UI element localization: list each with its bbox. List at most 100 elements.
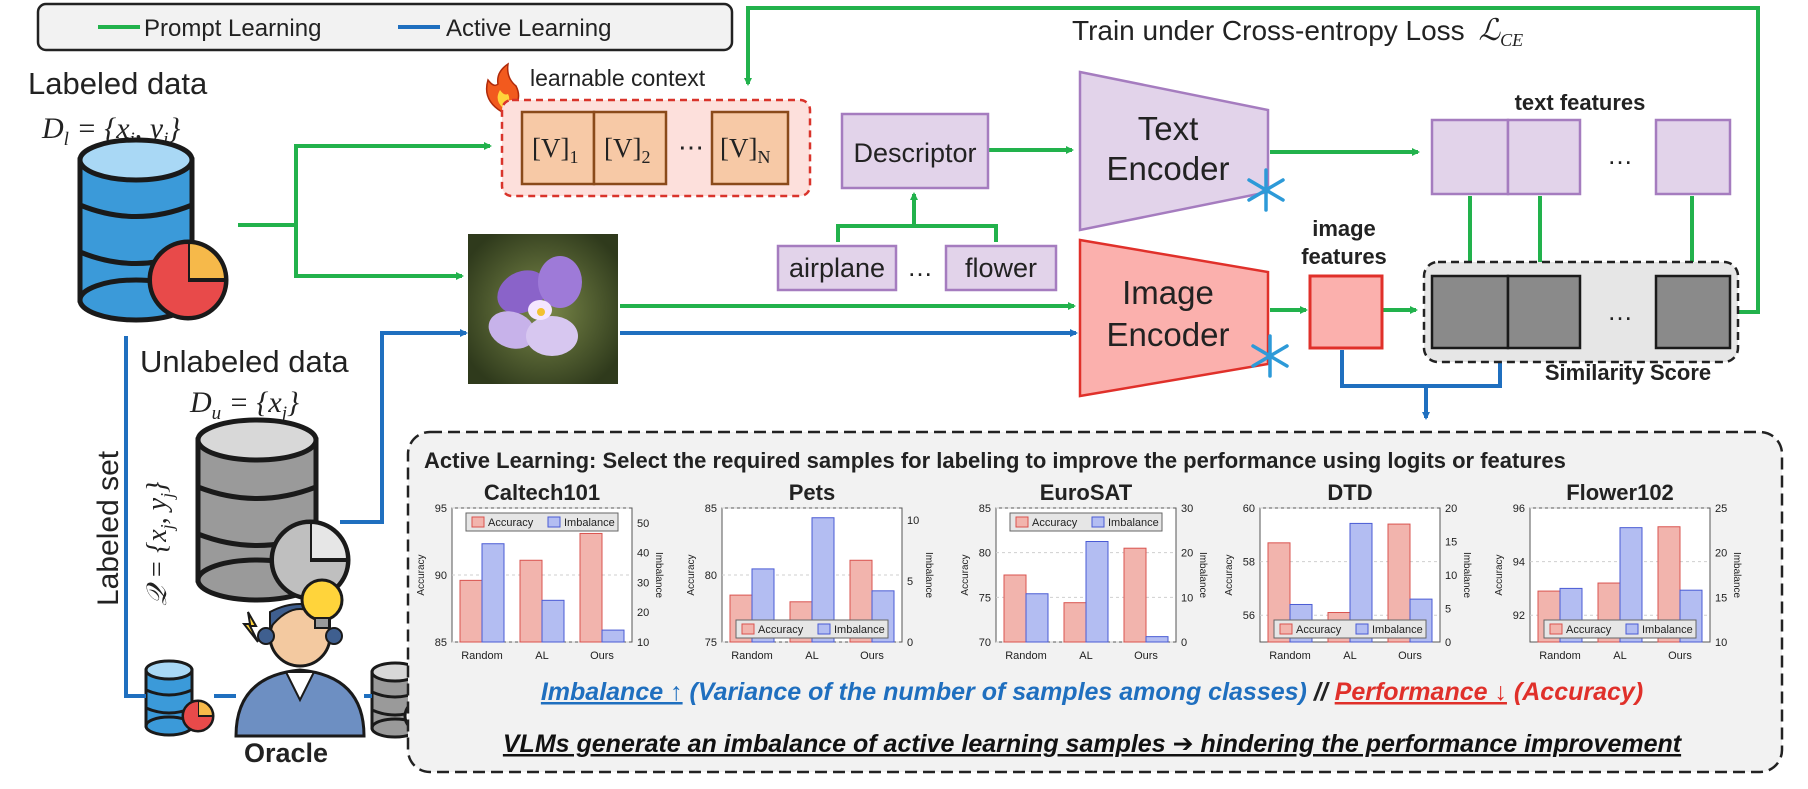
chart-title: Pets: [789, 480, 835, 505]
chart-legend-accuracy-label: Accuracy: [1566, 624, 1612, 636]
chart-left-tick: 85: [435, 637, 447, 649]
chart-left-tick: 94: [1513, 557, 1525, 569]
context-token-2: [592, 110, 668, 186]
context-token-dots: ⋯: [678, 133, 704, 162]
learnable-context-label: learnable context: [530, 65, 706, 91]
chart-right-tick: 30: [637, 577, 649, 589]
panel-footnote: Imbalance ↑ (Variance of the number of s…: [541, 678, 1643, 706]
chart-legend-accuracy-swatch: [1549, 623, 1563, 635]
imbalance-bar: [1085, 541, 1109, 643]
chart-left-tick: 80: [705, 570, 717, 582]
context-tokens: [V]1 [V]2 ⋯ [V]N: [520, 110, 790, 186]
chart-right-tick: 5: [1445, 604, 1451, 616]
chart-right-tick: 30: [1181, 503, 1193, 515]
chart-legend-imbalance-swatch: [817, 623, 831, 635]
accuracy-bar: [1003, 574, 1027, 643]
chart-left-tick: 95: [435, 503, 447, 515]
chart-category-label: Random: [1539, 650, 1581, 662]
chart-legend-imbalance-swatch: [1625, 623, 1639, 635]
accuracy-bar: [519, 559, 543, 643]
chart-legend-accuracy-swatch: [1279, 623, 1293, 635]
chart-left-axis-label: Accuracy: [1494, 554, 1505, 595]
chart-legend-imbalance-label: Imbalance: [834, 624, 885, 636]
chart-legend: [1543, 619, 1697, 639]
chart-right-tick: 0: [907, 637, 913, 649]
similarity-cell: [1506, 274, 1582, 350]
chart-legend-imbalance-label: Imbalance: [1642, 624, 1693, 636]
flower-image: [468, 234, 618, 384]
chart-legend-imbalance-label: Imbalance: [1108, 517, 1159, 529]
labeled-set-formula: 𝒬 = {xj, yj}: [142, 482, 177, 606]
train-caption: Train under Cross-entropy Loss ℒCE: [1072, 14, 1523, 50]
similarity-cell: [1430, 274, 1510, 350]
text-encoder-line1: Text: [1138, 110, 1199, 147]
chart-legend: [465, 512, 619, 532]
chart-category-label: Ours: [590, 650, 614, 662]
image-features-line2: features: [1301, 244, 1387, 269]
labeled-data-title: Labeled data: [28, 66, 208, 101]
chart-left-tick: 58: [1243, 557, 1255, 569]
chart-right-axis-label: Imbalance: [1731, 552, 1742, 599]
chart-category-label: Ours: [1134, 650, 1158, 662]
image-encoder-line1: Image: [1122, 274, 1214, 311]
chart-left-tick: 85: [705, 503, 717, 515]
lightning-icon: [241, 611, 259, 643]
chart-right-tick: 10: [907, 515, 919, 527]
chart-category-label: Random: [731, 650, 773, 662]
chart-legend-imbalance-swatch: [1355, 623, 1369, 635]
accuracy-bar: [1657, 526, 1681, 643]
chart-legend-accuracy-label: Accuracy: [1296, 624, 1342, 636]
chart-legend: [1009, 512, 1163, 532]
chart-right-axis-label: Imbalance: [1461, 552, 1472, 599]
imbalance-bar: [601, 629, 625, 643]
chart-title: Flower102: [1566, 480, 1674, 505]
labeled-database-icon: [77, 137, 229, 323]
descriptor-box: [840, 112, 990, 190]
chart-legend: [735, 619, 889, 639]
image-features-line1: image: [1312, 216, 1376, 241]
accuracy-bar: [1123, 547, 1147, 643]
chart-right-tick: 10: [1445, 570, 1457, 582]
text-feature-cells: …: [1430, 118, 1732, 196]
chart-legend: [1273, 619, 1427, 639]
similarity-cell: [1654, 274, 1732, 350]
lightbulb-icon: [300, 578, 344, 629]
chart-right-tick: 0: [1445, 637, 1451, 649]
imbalance-bar: [1349, 522, 1373, 643]
chart-left-tick: 75: [979, 592, 991, 604]
chart-legend-accuracy-label: Accuracy: [1032, 517, 1078, 529]
imbalance-bar: [541, 599, 565, 643]
chart-legend-accuracy-swatch: [471, 516, 485, 528]
legend-box: Prompt Learning Active Learning: [36, 2, 734, 52]
chart-category-label: Ours: [1668, 650, 1692, 662]
text-encoder-line2: Encoder: [1107, 150, 1230, 187]
chart-right-axis-label: Imbalance: [1197, 552, 1208, 599]
chart-category-label: AL: [1079, 650, 1092, 662]
similarity-dots: …: [1607, 296, 1633, 326]
image-encoder: [1078, 238, 1270, 398]
chart-left-axis-label: Accuracy: [686, 554, 697, 595]
snowflake-icon: [1251, 334, 1289, 378]
legend-active-label: Active Learning: [446, 15, 611, 42]
chart-legend-accuracy-swatch: [741, 623, 755, 635]
chart-right-tick: 0: [1181, 637, 1187, 649]
chart-legend-accuracy-swatch: [1015, 516, 1029, 528]
chart-right-tick: 40: [637, 548, 649, 560]
class-flower-label: flower: [965, 253, 1037, 283]
chart-left-axis-label: Accuracy: [1224, 554, 1235, 595]
chart-right-tick: 15: [1445, 537, 1457, 549]
context-token-1-label: [V]1: [532, 133, 578, 167]
chart-left-tick: 75: [705, 637, 717, 649]
imbalance-bar: [1025, 593, 1049, 643]
image-encoder-line2: Encoder: [1107, 316, 1230, 353]
chart-title: DTD: [1327, 480, 1372, 505]
labeled-set-title: Labeled set: [92, 450, 125, 606]
chart-right-tick: 10: [1181, 592, 1193, 604]
context-token-n-label: [V]N: [720, 133, 770, 167]
text-feature-cell: [1654, 118, 1732, 196]
class-airplane-box: [776, 244, 898, 292]
chart-left-axis-label: Accuracy: [960, 554, 971, 595]
chart-left-tick: 70: [979, 637, 991, 649]
